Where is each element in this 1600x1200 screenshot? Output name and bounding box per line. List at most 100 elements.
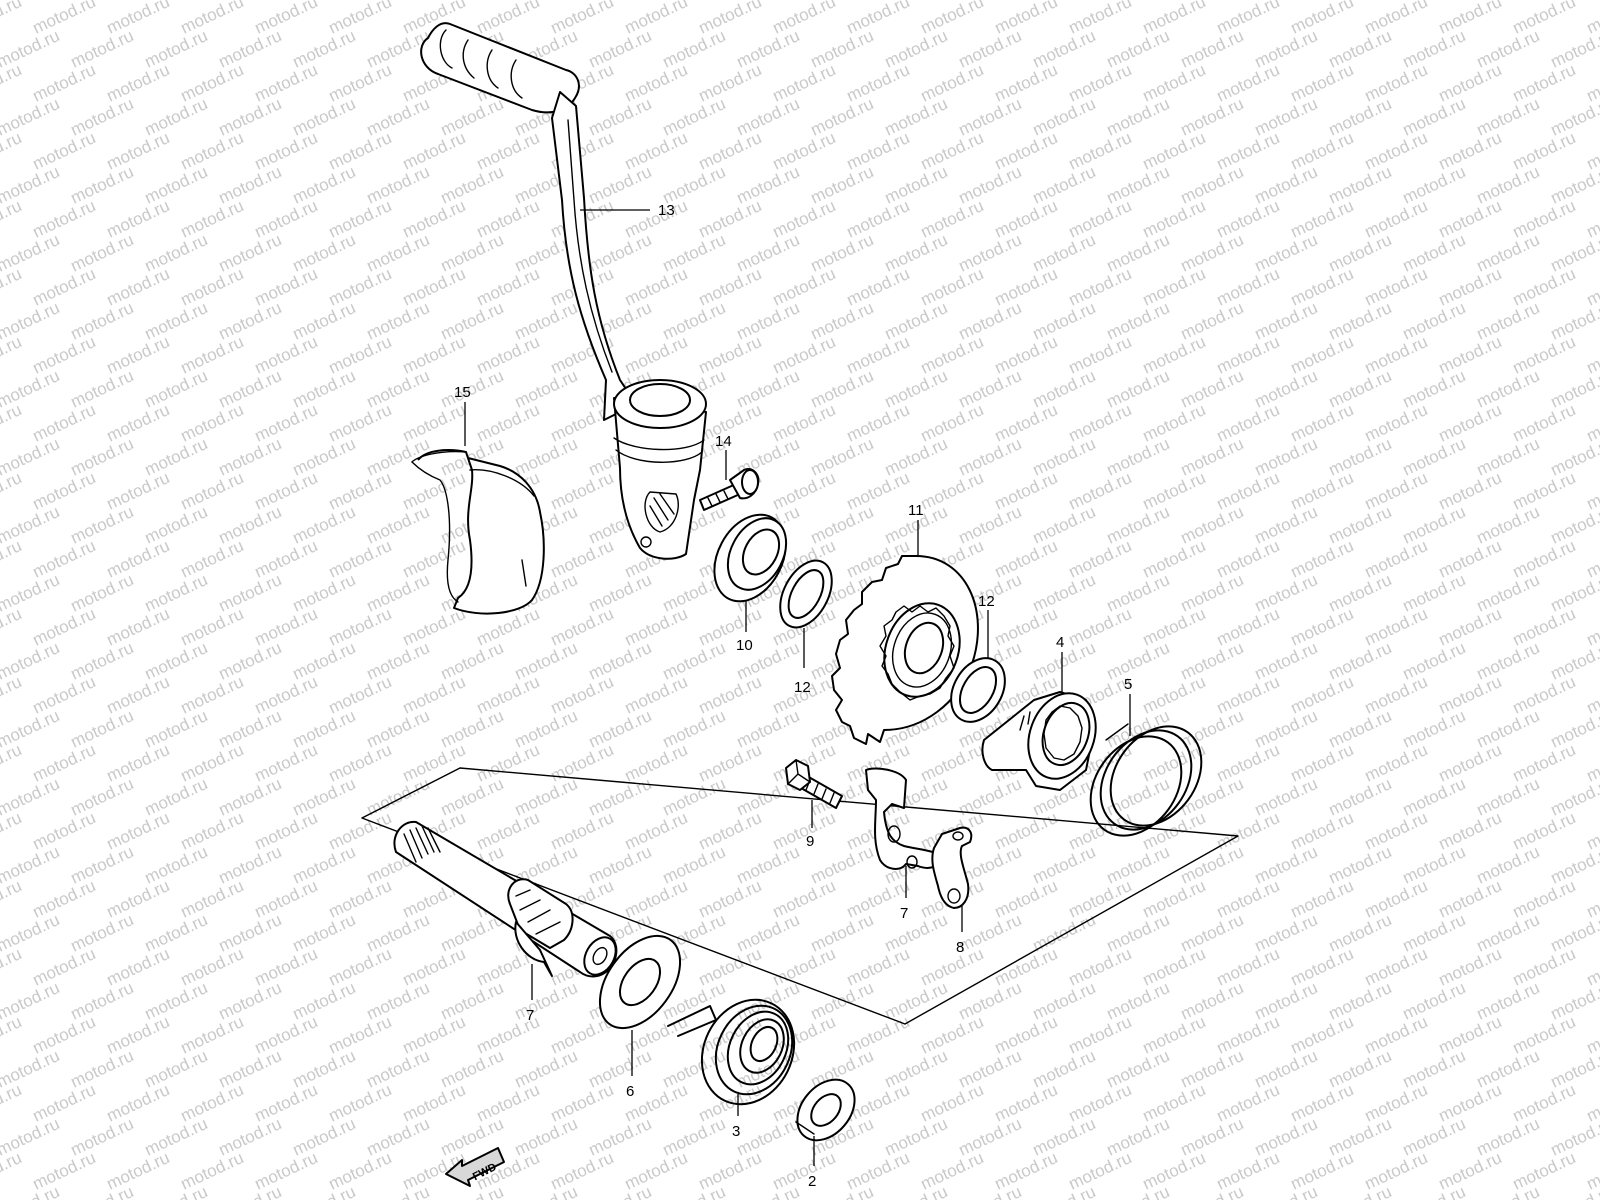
- watermark-text: motod.ru: [844, 1012, 913, 1058]
- watermark-text: motod.ru: [1436, 536, 1505, 582]
- watermark-text: motod.ru: [474, 128, 543, 174]
- watermark-text: motod.ru: [1548, 570, 1600, 616]
- watermark-text: motod.ru: [326, 1012, 395, 1058]
- watermark-text: motod.ru: [326, 1148, 395, 1194]
- watermark-text: motod.ru: [548, 1148, 617, 1194]
- watermark-text: motod.ru: [1214, 876, 1283, 922]
- watermark-text: motod.ru: [696, 740, 765, 786]
- watermark-text: motod.ru: [400, 1080, 469, 1126]
- watermark-text: motod.ru: [326, 400, 395, 446]
- watermark-text: motod.ru: [918, 740, 987, 786]
- watermark-text: motod.ru: [1362, 1080, 1431, 1126]
- watermark-text: motod.ru: [178, 468, 247, 514]
- watermark-text: motod.ru: [1030, 1182, 1099, 1200]
- watermark-text: motod.ru: [1066, 196, 1135, 242]
- watermark-text: motod.ru: [326, 604, 395, 650]
- watermark-text: motod.ru: [178, 536, 247, 582]
- watermark-text: motod.ru: [992, 60, 1061, 106]
- watermark-text: motod.ru: [992, 1080, 1061, 1126]
- callout-6: 6: [626, 1083, 634, 1100]
- pinch-bolt[interactable]: [699, 468, 760, 511]
- watermark-text: motod.ru: [474, 1080, 543, 1126]
- watermark-text: motod.ru: [104, 400, 173, 446]
- watermark-text: motod.ru: [1140, 604, 1209, 650]
- watermark-text: motod.ru: [400, 264, 469, 310]
- watermark-text: motod.ru: [548, 808, 617, 854]
- oil-seal[interactable]: [700, 502, 800, 613]
- callout-5: 5: [1124, 676, 1132, 693]
- watermark-text: motod.ru: [622, 196, 691, 242]
- watermark-text: motod.ru: [992, 1012, 1061, 1058]
- watermark-text: motod.ru: [252, 1080, 321, 1126]
- kick-starter-shaft[interactable]: [393, 820, 622, 980]
- watermark-text: motod.ru: [290, 1182, 359, 1200]
- watermark-text: motod.ru: [1362, 808, 1431, 854]
- watermark-text: motod.ru: [1140, 1080, 1209, 1126]
- watermark-text: motod.ru: [1436, 128, 1505, 174]
- watermark-text: motod.ru: [844, 60, 913, 106]
- watermark-text: motod.ru: [0, 264, 24, 310]
- kick-starter-drive-gear[interactable]: [981, 684, 1107, 791]
- washer[interactable]: [940, 649, 1016, 732]
- kick-starter-lever[interactable]: [420, 22, 707, 560]
- watermark-text: motod.ru: [104, 1148, 173, 1194]
- watermark-text: motod.ru: [696, 196, 765, 242]
- watermark-text: motod.ru: [992, 196, 1061, 242]
- watermark-text: motod.ru: [844, 332, 913, 378]
- watermark-text: motod.ru: [1362, 400, 1431, 446]
- watermark-text: motod.ru: [400, 536, 469, 582]
- watermark-text: motod.ru: [1510, 740, 1579, 786]
- watermark-text: motod.ru: [1436, 1080, 1505, 1126]
- kick-starter-idle-gear[interactable]: [831, 555, 979, 745]
- watermark-text: motod.ru: [400, 400, 469, 446]
- watermark-text: motod.ru: [770, 196, 839, 242]
- watermark-text: motod.ru: [1140, 536, 1209, 582]
- watermark-text: motod.ru: [0, 876, 24, 922]
- watermark-text: motod.ru: [252, 876, 321, 922]
- watermark-text: motod.ru: [1178, 1182, 1247, 1200]
- kick-starter-spring[interactable]: [1072, 709, 1220, 853]
- watermark-text: motod.ru: [0, 604, 24, 650]
- watermark-text: motod.ru: [696, 808, 765, 854]
- watermark-text: motod.ru: [1362, 740, 1431, 786]
- watermark-text: motod.ru: [586, 1182, 655, 1200]
- watermark-text: motod.ru: [660, 1182, 729, 1200]
- watermark-text: motod.ru: [178, 332, 247, 378]
- watermark-text: motod.ru: [1288, 400, 1357, 446]
- watermark-text: motod.ru: [1140, 264, 1209, 310]
- watermark-text: motod.ru: [104, 196, 173, 242]
- watermark-text: motod.ru: [30, 944, 99, 990]
- watermark-text: motod.ru: [1474, 1182, 1543, 1200]
- watermark-text: motod.ru: [1510, 536, 1579, 582]
- watermark-text: motod.ru: [104, 672, 173, 718]
- spring-guide[interactable]: [786, 1069, 866, 1152]
- watermark-text: motod.ru: [1510, 876, 1579, 922]
- watermark-text: motod.ru: [1066, 128, 1135, 174]
- watermark-text: motod.ru: [992, 876, 1061, 922]
- watermark-text: motod.ru: [1288, 128, 1357, 174]
- watermark-text: motod.ru: [1436, 60, 1505, 106]
- watermark-text: motod.ru: [1436, 196, 1505, 242]
- watermark-text: motod.ru: [326, 1080, 395, 1126]
- watermark-text: motod.ru: [1214, 1012, 1283, 1058]
- watermark-text: motod.ru: [104, 264, 173, 310]
- bolt[interactable]: [785, 759, 843, 809]
- watermark-text: motod.ru: [326, 808, 395, 854]
- watermark-text: motod.ru: [0, 1080, 24, 1126]
- stopper[interactable]: [931, 826, 973, 909]
- watermark-text: motod.ru: [326, 944, 395, 990]
- watermark-text: motod.ru: [1436, 672, 1505, 718]
- watermark-text: motod.ru: [252, 468, 321, 514]
- watermark-text: motod.ru: [400, 944, 469, 990]
- watermark-text: motod.ru: [622, 808, 691, 854]
- washer[interactable]: [584, 921, 697, 1043]
- watermark-text: motod.ru: [918, 60, 987, 106]
- washer[interactable]: [770, 552, 843, 636]
- watermark-text: motod.ru: [252, 264, 321, 310]
- watermark-text: motod.ru: [1548, 434, 1600, 480]
- watermark-text: motod.ru: [992, 332, 1061, 378]
- lever-rubber-boot[interactable]: [411, 449, 545, 615]
- watermark-text: motod.ru: [1214, 332, 1283, 378]
- watermark-text: motod.ru: [1510, 1080, 1579, 1126]
- return-spring[interactable]: [667, 984, 811, 1120]
